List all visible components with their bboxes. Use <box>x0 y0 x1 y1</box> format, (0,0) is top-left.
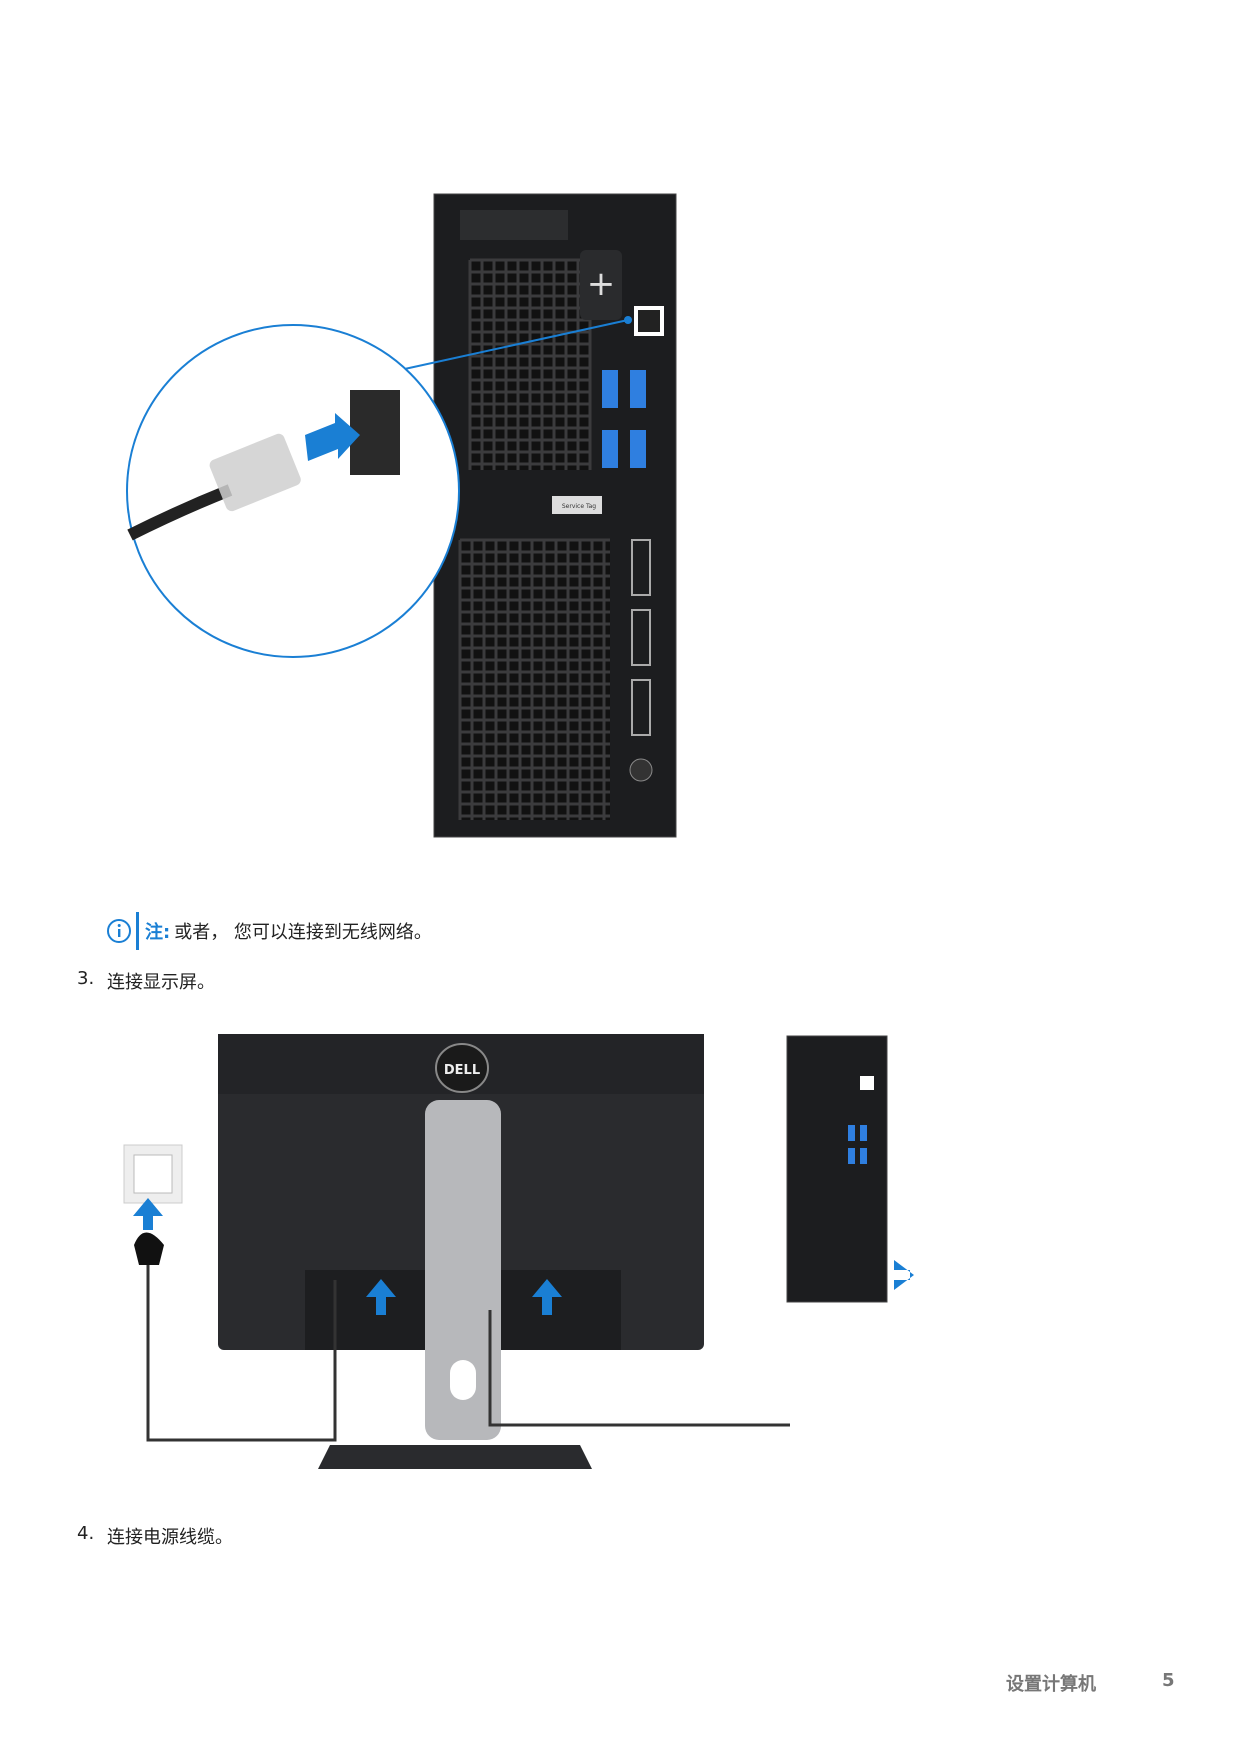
displayport-ports <box>631 539 651 736</box>
svg-text:DELL: DELL <box>444 1063 480 1078</box>
arrow-icon <box>305 413 360 461</box>
zoom-callout <box>126 324 460 658</box>
note: 注: 或者， 您可以连接到无线网络。 <box>106 912 432 950</box>
monitor: DELL <box>218 1034 704 1469</box>
display-connection-illustration: DELL <box>123 1034 914 1469</box>
footer-section-title: 设置计算机 <box>1006 1674 1096 1695</box>
step-3: 3. 连接显示屏。 <box>77 968 215 994</box>
page-number: 5 <box>1162 1670 1175 1691</box>
note-text: 或者， 您可以连接到无线网络。 <box>174 922 432 943</box>
arrow-icon <box>366 1279 396 1315</box>
note-divider <box>136 912 139 950</box>
monitor-stand <box>425 1100 501 1440</box>
arrow-icon <box>532 1279 562 1315</box>
wall-outlet <box>123 1144 183 1204</box>
step-number: 3. <box>77 968 95 989</box>
network-connection-illustration: + Service Tag <box>126 193 677 838</box>
tower-rear-panel: + Service Tag <box>433 193 677 838</box>
step-text: 连接电源线缆。 <box>107 1527 233 1548</box>
network-cable <box>127 484 233 541</box>
arrow-icon <box>133 1198 163 1230</box>
step-text: 连接显示屏。 <box>107 972 215 993</box>
dell-logo <box>435 1043 489 1093</box>
display-cable <box>488 1310 790 1427</box>
power-plug <box>134 1232 164 1265</box>
usb-ports <box>602 370 646 468</box>
power-jack <box>629 758 653 782</box>
arrow-icon <box>894 1260 914 1290</box>
note-label: 注: <box>145 922 171 943</box>
rj45-connector <box>209 433 301 512</box>
svg-text:+: + <box>587 264 616 304</box>
power-cable <box>146 1265 337 1442</box>
step-number: 4. <box>77 1523 95 1544</box>
info-icon <box>107 919 131 943</box>
desktop-computer <box>786 1035 888 1303</box>
service-tag-label <box>552 496 602 514</box>
svg-text:Service Tag: Service Tag <box>562 503 596 510</box>
step-4: 4. 连接电源线缆。 <box>77 1523 233 1549</box>
